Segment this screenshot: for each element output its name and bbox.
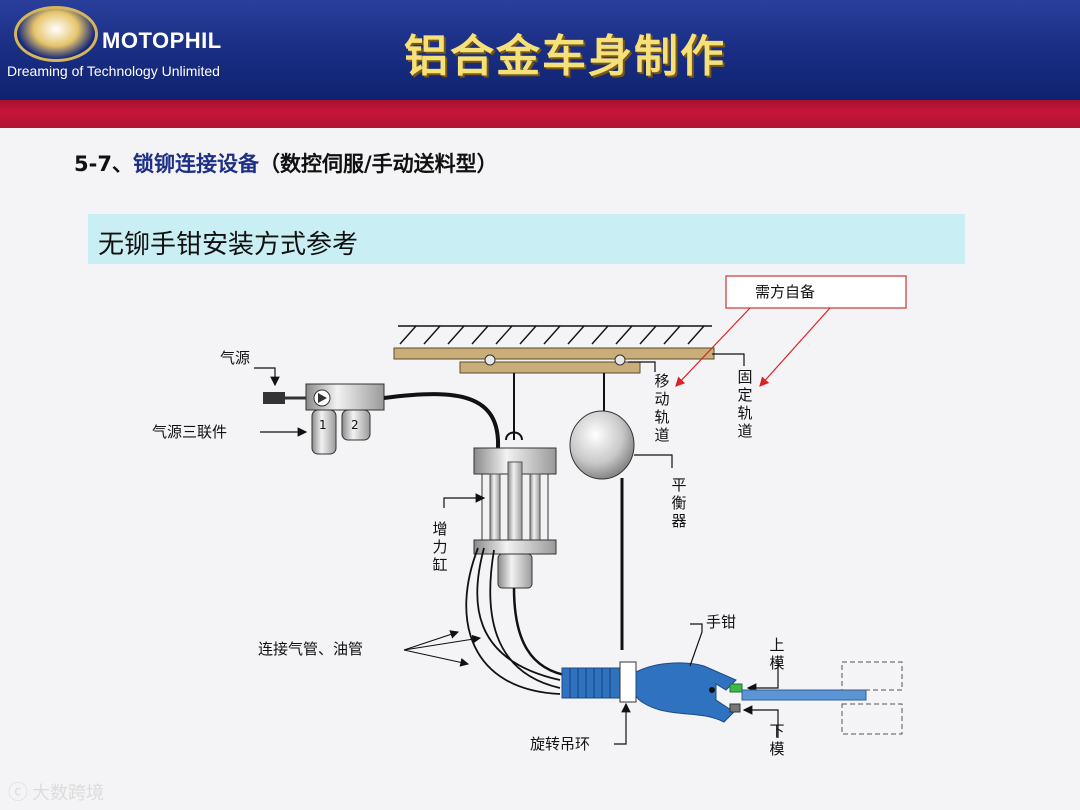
- swivel-ring: [619, 661, 637, 703]
- lower-die-label: 下模: [769, 722, 785, 758]
- watermark-icon: ⓒ: [8, 780, 28, 804]
- air-source-label: 气源: [220, 349, 251, 367]
- swivel-label: 旋转吊环: [530, 735, 591, 753]
- logo-text: MOTOPHIL: [102, 28, 222, 53]
- air-unit-label: 气源三联件: [152, 423, 228, 441]
- section-subtitle: （数控伺服/手动送料型）: [258, 152, 498, 176]
- page-title: 铝合金车身制作: [404, 31, 726, 82]
- watermark-text: 大数跨境: [32, 783, 104, 804]
- header-red-stripe: [0, 100, 1080, 128]
- section-highlight: 锁铆连接设备: [132, 152, 259, 176]
- gun-label: 手钳: [706, 613, 737, 631]
- gun-handle: [561, 667, 629, 699]
- tagline: Dreaming of Technology Unlimited: [7, 63, 220, 79]
- air-unit-num-1: 1: [319, 418, 327, 432]
- callout-text: 需方自备: [755, 283, 816, 301]
- section-heading: 5-7、锁铆连接设备（数控伺服/手动送料型）: [74, 148, 498, 178]
- air-source-plug: [263, 392, 285, 404]
- moving-rail: [459, 361, 641, 374]
- balancer: [569, 410, 635, 480]
- motophil-logo-icon: [14, 6, 98, 62]
- banner-text: 无铆手钳安装方式参考: [98, 230, 359, 260]
- upper-die-label: 上模: [769, 636, 785, 672]
- booster-label: 增力缸: [432, 520, 448, 574]
- fixed-rail: [393, 347, 715, 360]
- workpiece-sheet: [741, 689, 867, 701]
- ceiling-hatch: [398, 325, 712, 345]
- air-unit-num-2: 2: [351, 418, 359, 432]
- subtitle-banner: 无铆手钳安装方式参考: [88, 214, 965, 264]
- moving-rail-label: 移动轨道: [654, 372, 670, 444]
- section-number: 5-7、: [74, 152, 133, 176]
- balancer-label: 平衡器: [671, 476, 687, 530]
- gun-head: [635, 662, 737, 723]
- callout-box: [725, 275, 907, 309]
- hoses-label: 连接气管、油管: [258, 640, 364, 658]
- fixed-rail-label: 固定轨道: [737, 368, 753, 440]
- header-bar: [0, 0, 1080, 100]
